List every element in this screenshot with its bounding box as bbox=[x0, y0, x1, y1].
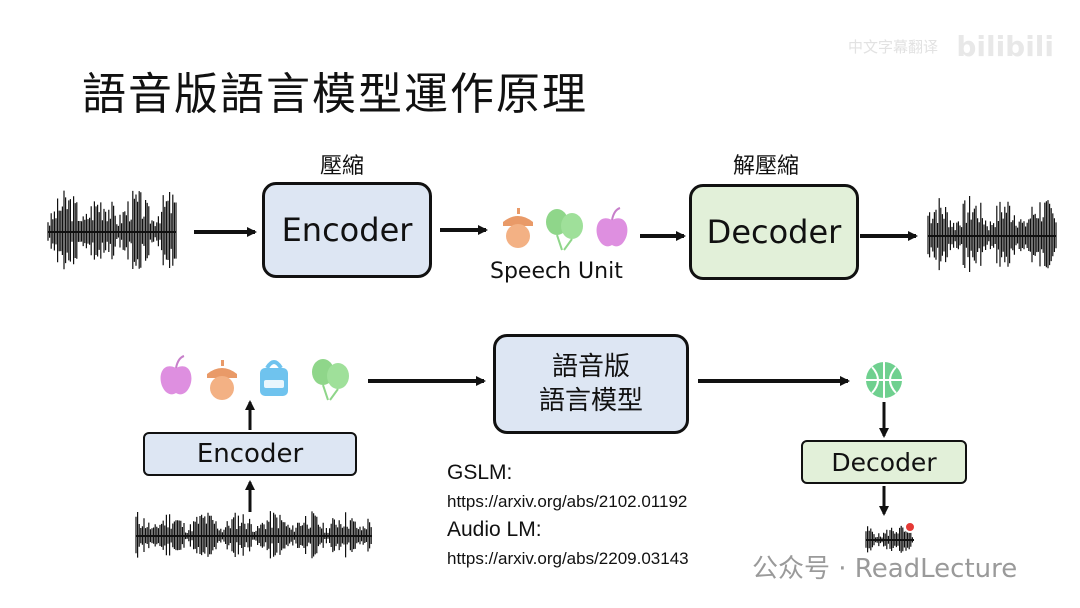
gslm-title: GSLM: bbox=[447, 461, 513, 484]
apple-icon bbox=[596, 207, 628, 247]
bilibili-logo: bilibili bbox=[956, 30, 1054, 63]
audiolm-title: Audio LM: bbox=[447, 518, 542, 541]
audiolm-link[interactable]: https://arxiv.org/abs/2209.03143 bbox=[447, 549, 689, 568]
page-title: 語音版語言模型運作原理 bbox=[82, 69, 588, 120]
backpack-icon bbox=[260, 360, 288, 396]
basketball-icon bbox=[866, 362, 902, 398]
compress-label: 壓縮 bbox=[320, 154, 365, 179]
lm-label-line1: 語音版 bbox=[551, 352, 630, 382]
output-waveform-bottom bbox=[865, 525, 914, 553]
lm-label-line2: 語言模型 bbox=[538, 386, 643, 416]
input-waveform-bottom bbox=[135, 511, 372, 559]
encoder-box-bottom: Encoder bbox=[143, 432, 357, 476]
balloon-icon bbox=[546, 209, 583, 251]
decoder-box-bottom: Decoder bbox=[801, 440, 967, 484]
pointer-dot bbox=[904, 521, 916, 533]
decoder-box: Decoder bbox=[689, 184, 859, 280]
balloon-icon bbox=[312, 359, 349, 401]
encoder-box: Encoder bbox=[262, 182, 432, 278]
speech-unit-label: Speech Unit bbox=[490, 259, 623, 284]
decompress-label: 解壓縮 bbox=[733, 154, 800, 179]
input-waveform-top bbox=[47, 190, 177, 270]
subtitle-channel-watermark: 中文字幕翻译 bbox=[848, 38, 939, 56]
speech-language-model-box: 語音版 語言模型 bbox=[493, 334, 689, 434]
gslm-link[interactable]: https://arxiv.org/abs/2102.01192 bbox=[447, 492, 688, 511]
acorn-icon bbox=[207, 360, 237, 400]
apple-icon bbox=[160, 355, 192, 395]
wechat-account-watermark: 公众号 · ReadLecture bbox=[752, 554, 1018, 584]
output-waveform-top bbox=[927, 196, 1057, 272]
acorn-icon bbox=[503, 208, 533, 248]
